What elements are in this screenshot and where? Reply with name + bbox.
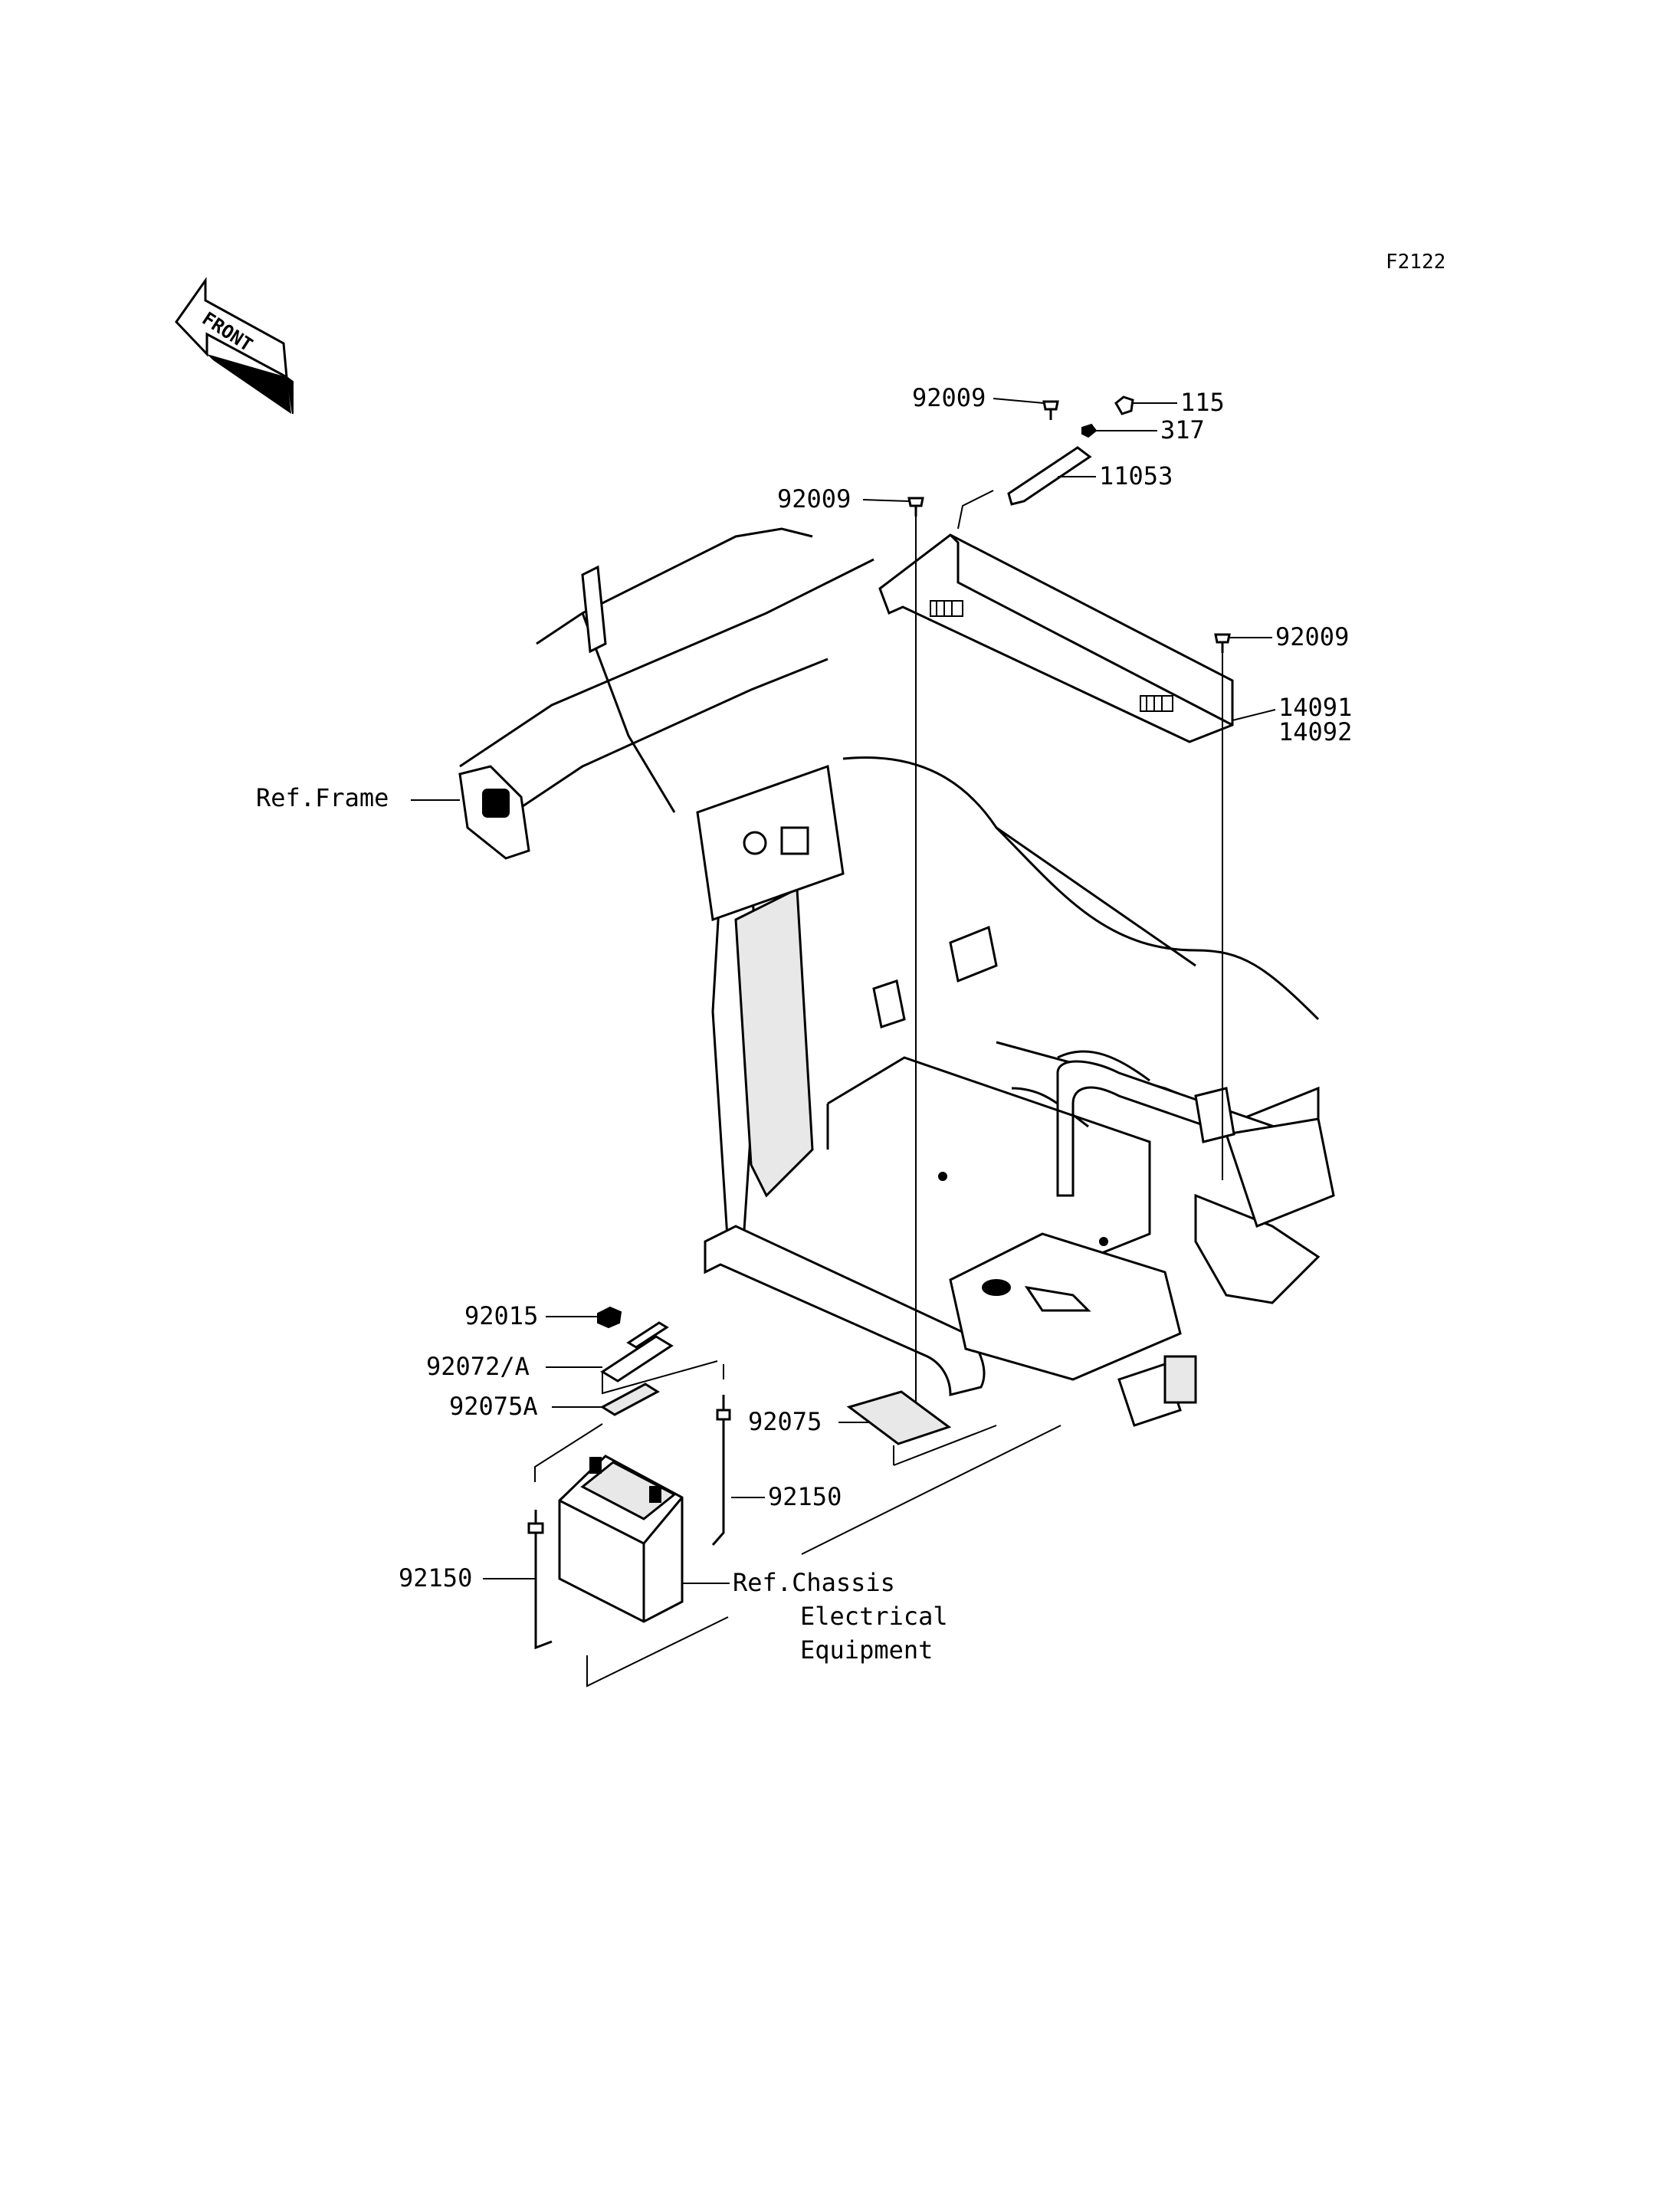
callout-11053: 11053 [1099,461,1173,490]
plate-92072a [600,1335,674,1383]
callout-92075: 92075 [748,1407,822,1436]
screw-92009-top-icon [1042,400,1059,420]
diagram-code: F2122 [1386,251,1445,274]
callout-115: 115 [1180,388,1225,417]
vehicle-frame [458,527,1335,1427]
callout-14092: 14092 [1278,717,1352,746]
callout-92015: 92015 [464,1301,538,1330]
callout-ref-chassis-line2: Electrical [800,1602,948,1631]
locator-line-strap [957,490,994,530]
callout-92009-mid: 92009 [777,484,851,513]
callout-92009-top: 92009 [912,383,986,412]
callout-317: 317 [1160,415,1205,444]
pad-92075a [600,1383,660,1416]
cover-plate [878,533,1234,743]
bolt-92150-left-icon [527,1510,553,1650]
callout-ref-chassis-line1: Ref.Chassis [733,1568,895,1597]
nut-92015-icon [597,1306,622,1329]
strap-11053 [1007,446,1092,506]
screw-92009-right-icon [1214,633,1231,653]
cover-plate-vents [930,600,1173,712]
nut-317-icon [1081,423,1098,438]
callout-ref-chassis-line3: Equipment [800,1635,933,1665]
bolt-92150-right-icon [711,1395,731,1546]
screw-92009-mid-icon [907,497,924,517]
leader-lines [411,398,1276,1584]
pad-92075 [846,1390,952,1445]
callout-92150-right: 92150 [768,1482,842,1511]
callout-92075a: 92075A [449,1392,538,1421]
front-arrow-icon: FRONT [175,277,294,415]
callout-92009-right: 92009 [1275,622,1349,651]
bolt-115-icon [1114,395,1134,415]
callout-ref-frame: Ref.Frame [256,783,389,812]
callout-92072a: 92072/A [426,1352,530,1381]
callout-92150-left: 92150 [399,1563,472,1593]
callout-14091: 14091 [1278,693,1352,722]
battery-group [527,1306,1061,1688]
